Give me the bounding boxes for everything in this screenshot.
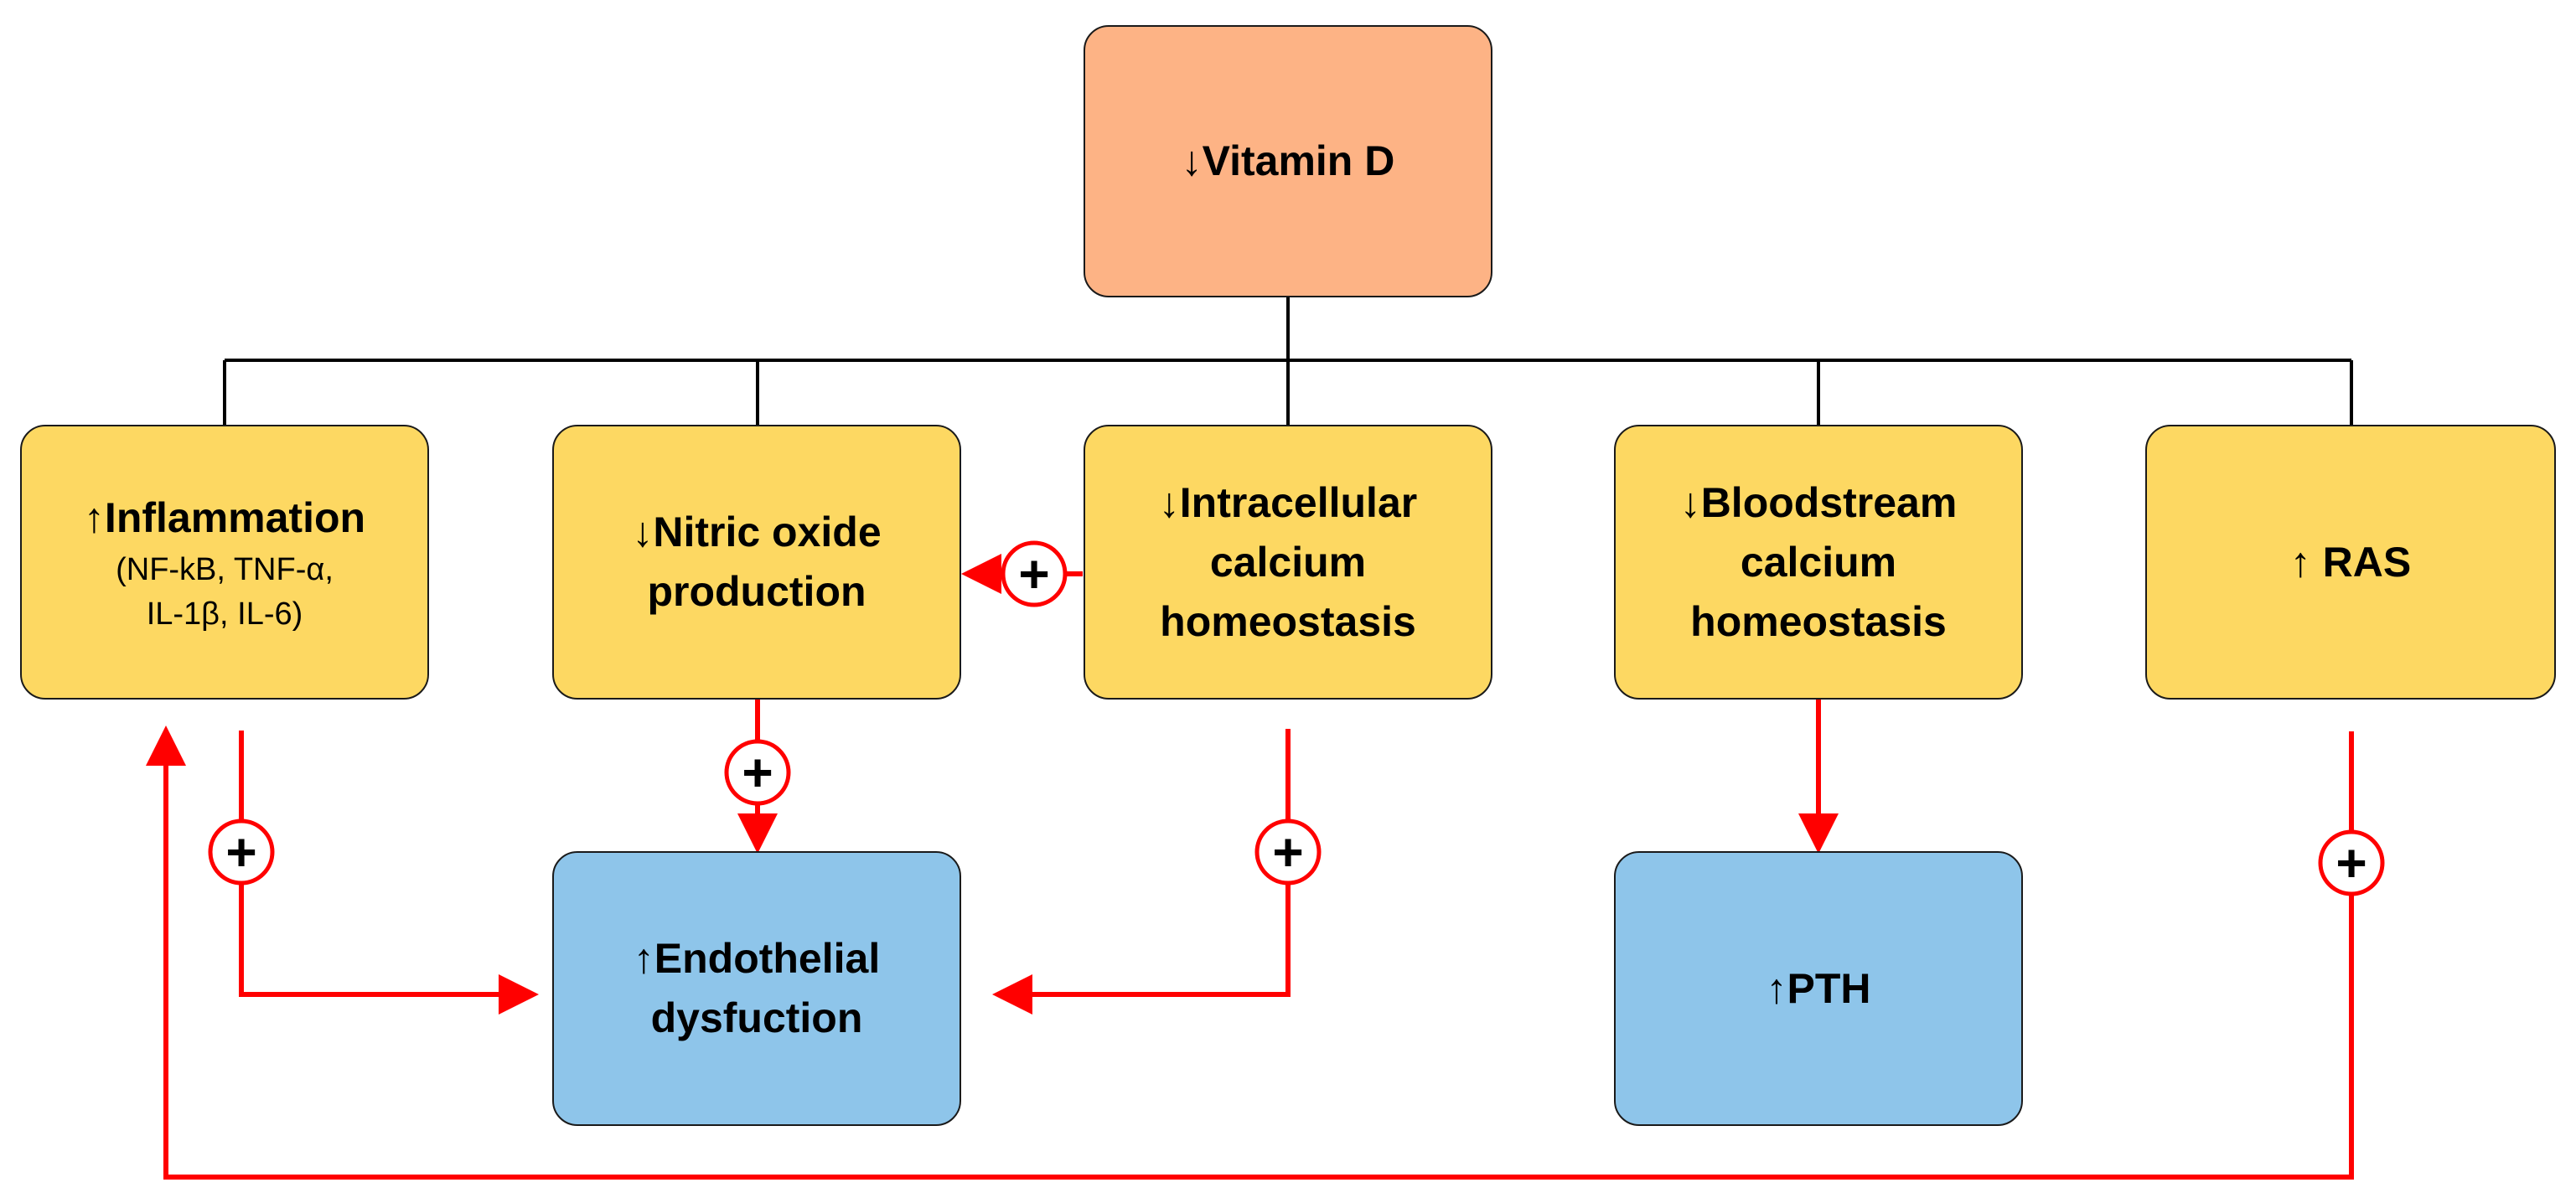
plus-marker-nitric-endothelial: + [724, 739, 791, 806]
node-nitric-oxide-line-1: ↓Nitric oxide [632, 509, 882, 555]
node-pth: ↑PTH [1614, 851, 2023, 1126]
arrow-inflammation-to-endothelial [239, 731, 539, 1015]
node-inflammation: ↑Inflammation (NF-kB, TNF-α, IL-1β, IL-6… [20, 425, 429, 700]
plus-marker-inflammation-endothelial: + [208, 818, 275, 886]
node-endothelial-line-1: ↑Endothelial [633, 935, 881, 982]
plus-marker-intracellular-nitric: + [1001, 540, 1068, 607]
node-inflammation-sub-line-1: (NF-kB, TNF-α, [116, 552, 334, 588]
node-nitric-oxide-line-2: production [647, 568, 866, 615]
arrow-intracellular-to-endothelial [992, 729, 1291, 1015]
node-bloodstream-calcium-line-2: calcium [1740, 538, 1897, 586]
svg-text:+: + [225, 822, 256, 882]
node-intracellular-calcium-line-1: ↓Intracellular [1158, 478, 1418, 526]
plus-marker-ras: + [2318, 829, 2385, 896]
node-endothelial-dysfunction: ↑Endothelial dysfuction [552, 851, 961, 1126]
node-pth-line-1: ↑PTH [1766, 964, 1871, 1012]
svg-text:+: + [742, 742, 773, 803]
svg-text:+: + [1272, 822, 1303, 882]
node-intracellular-calcium-line-2: calcium [1209, 538, 1367, 586]
node-ras-line-1: ↑ RAS [2289, 538, 2412, 586]
node-vitamin-d-line-1: ↓Vitamin D [1181, 137, 1395, 184]
node-intracellular-calcium-line-3: homeostasis [1160, 597, 1416, 645]
svg-text:+: + [2335, 833, 2367, 893]
node-vitamin-d: ↓Vitamin D [1084, 25, 1492, 297]
node-ras: ↑ RAS [2145, 425, 2556, 700]
node-bloodstream-calcium: ↓Bloodstream calcium homeostasis [1614, 425, 2023, 700]
plus-marker-intracellular-endothelial: + [1254, 818, 1322, 886]
arrow-ras-to-inflammation [146, 726, 2354, 1180]
node-inflammation-line-1: ↑Inflammation [83, 494, 366, 542]
svg-text:+: + [1018, 544, 1049, 604]
node-endothelial-line-2: dysfuction [650, 994, 863, 1041]
node-bloodstream-calcium-line-1: ↓Bloodstream [1679, 478, 1958, 526]
node-intracellular-calcium: ↓Intracellular calcium homeostasis [1084, 425, 1492, 700]
node-inflammation-sub-line-2: IL-1β, IL-6) [146, 596, 303, 632]
node-bloodstream-calcium-line-3: homeostasis [1690, 597, 1947, 645]
node-nitric-oxide: ↓Nitric oxide production [552, 425, 961, 700]
